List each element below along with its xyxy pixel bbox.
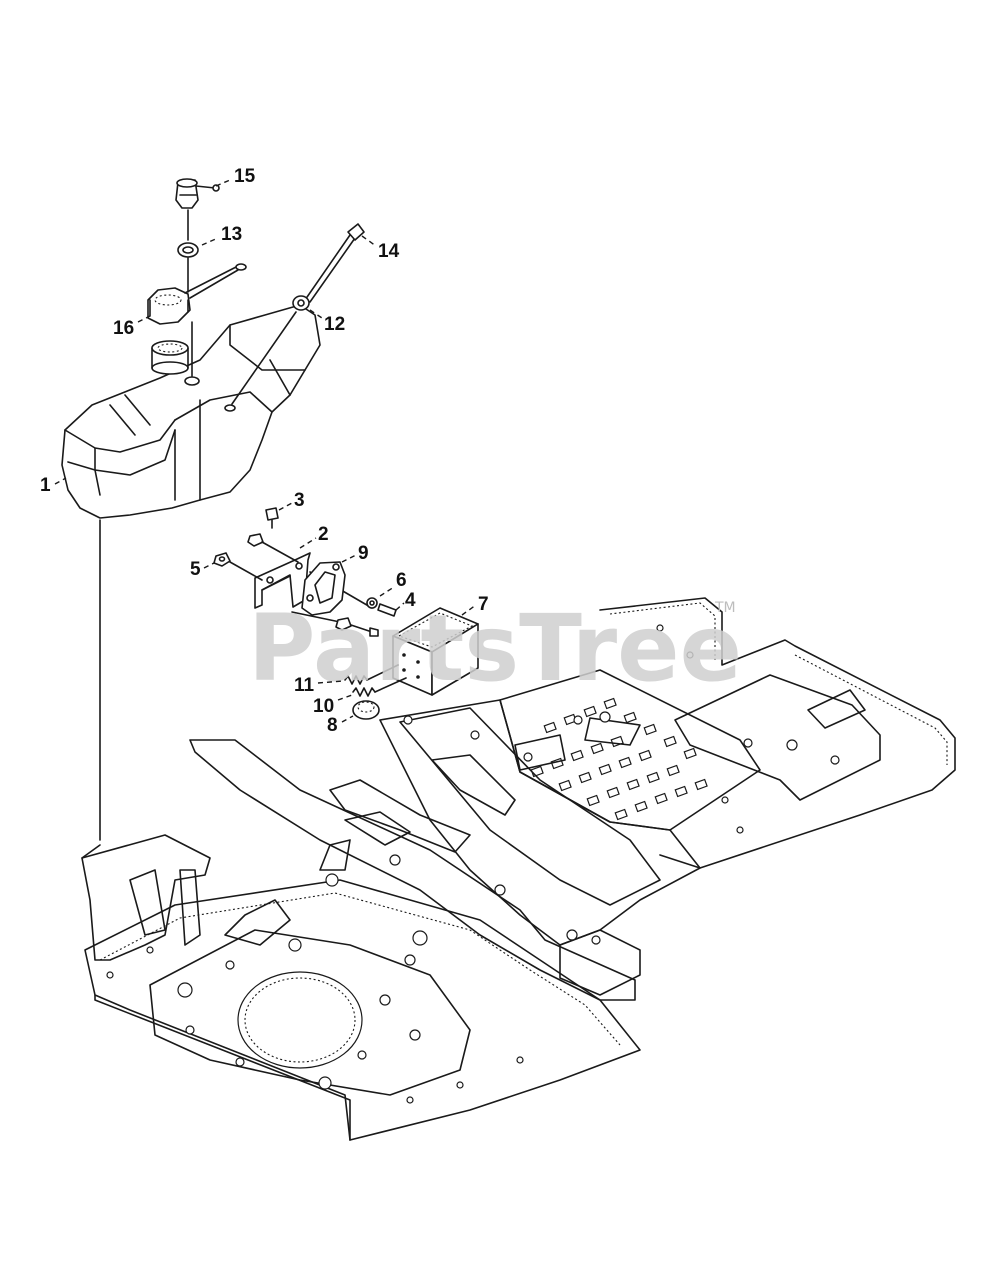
callout-2: 2 [318,524,329,545]
bolt [265,507,279,529]
callout-12: 12 [324,314,345,335]
assembly-line-grommet [231,311,297,405]
spring-small [344,664,399,685]
callout-5: 5 [190,559,201,580]
nut-upper [247,533,264,547]
callout-11: 11 [294,675,315,696]
tether-ring [235,263,247,271]
callout-6: 6 [396,570,407,591]
chassis-holes [106,624,840,1104]
callout-14: 14 [378,241,400,262]
fuel-tank [61,304,321,519]
callout-7: 7 [478,594,489,615]
clamp [301,561,346,616]
callout-10: 10 [313,696,334,717]
grommet [292,295,310,311]
callout-1: 1 [40,475,51,496]
watermark-logo: PartsTree TM [248,595,742,702]
callout-13: 13 [221,224,242,245]
callout-4: 4 [405,590,416,611]
callout-9: 9 [358,543,369,564]
grommet-seal [177,242,199,258]
floor-plate-perforations [530,697,708,821]
screw [377,603,397,617]
watermark-trademark: TM [714,600,736,616]
cap-tether [189,269,239,299]
spring [352,677,407,697]
callout-3: 3 [294,490,305,511]
washer [366,597,378,609]
watermark-text: PartsTree [248,595,742,702]
callouts: 15 13 14 16 12 1 3 2 9 5 6 4 7 [40,166,489,736]
fuel-valve [175,178,220,209]
mounting-bracket [254,552,311,609]
vent-line [304,223,365,303]
nut [213,552,231,567]
nut-lower [335,617,379,637]
callout-15: 15 [234,166,256,187]
callout-8: 8 [327,715,338,736]
callout-16: 16 [113,318,134,339]
fuel-cap [147,287,191,325]
frame-chassis [81,597,956,1141]
cap [352,700,380,720]
